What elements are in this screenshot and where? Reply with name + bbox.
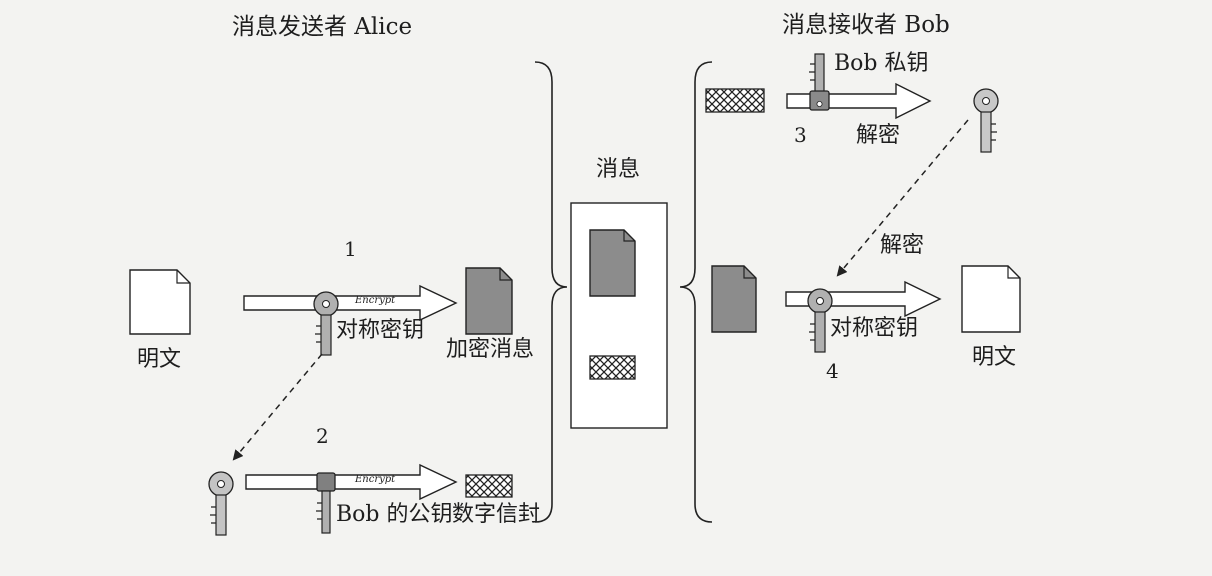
encrypt-arrow-2 [245, 463, 458, 501]
encrypted-message-label: 加密消息 [446, 337, 534, 362]
sender-heading: 消息发送者 Alice [232, 14, 412, 40]
symmetric-key-label-sender: 对称密钥 [336, 318, 424, 343]
symmetric-key-label-receiver: 对称密钥 [830, 316, 918, 341]
encrypt-tag-2: Encrypt [354, 474, 396, 485]
bob-private-key-icon [809, 53, 830, 111]
plaintext-document-sender [129, 269, 191, 335]
encrypted-message-document [465, 267, 513, 335]
plaintext-document-receiver [961, 265, 1021, 333]
recovered-symmetric-key-icon [973, 88, 999, 153]
digital-envelope-label: 数字信封 [452, 502, 540, 527]
bob-private-key-label: Bob 私钥 [834, 51, 929, 76]
decrypt-arrow-4 [785, 280, 942, 318]
received-digital-envelope [705, 88, 765, 113]
symmetric-key-icon-receiver [807, 288, 833, 353]
right-brace [679, 61, 713, 523]
bob-public-key-label: Bob 的公钥 [336, 502, 453, 527]
received-encrypted-document [711, 265, 757, 333]
plaintext-label-receiver: 明文 [972, 345, 1016, 370]
step-2-number: 2 [316, 424, 329, 448]
left-brace [534, 61, 568, 523]
plaintext-label-sender: 明文 [137, 347, 181, 372]
message-encrypted-document [589, 229, 636, 297]
bob-public-key-icon [316, 472, 336, 534]
step-3-number: 3 [794, 123, 807, 147]
decrypt-label-3: 解密 [856, 123, 900, 148]
encrypt-tag-1: Encrypt [354, 295, 396, 306]
message-digital-envelope [589, 355, 636, 380]
symmetric-key-icon-sender [313, 291, 339, 356]
key-transfer-dashed-arrow-1 [232, 353, 323, 461]
decrypt-label-4: 解密 [880, 233, 924, 258]
step-4-number: 4 [826, 359, 839, 383]
receiver-heading: 消息接收者 Bob [782, 12, 950, 38]
symmetric-key-icon-step2 [208, 471, 234, 536]
message-box-label: 消息 [596, 157, 640, 182]
decrypt-arrow-3 [786, 82, 932, 120]
digital-envelope-icon [465, 474, 513, 498]
encrypt-arrow-1 [243, 284, 458, 322]
step-1-number: 1 [344, 237, 357, 261]
key-transfer-dashed-arrow-2 [836, 119, 969, 277]
